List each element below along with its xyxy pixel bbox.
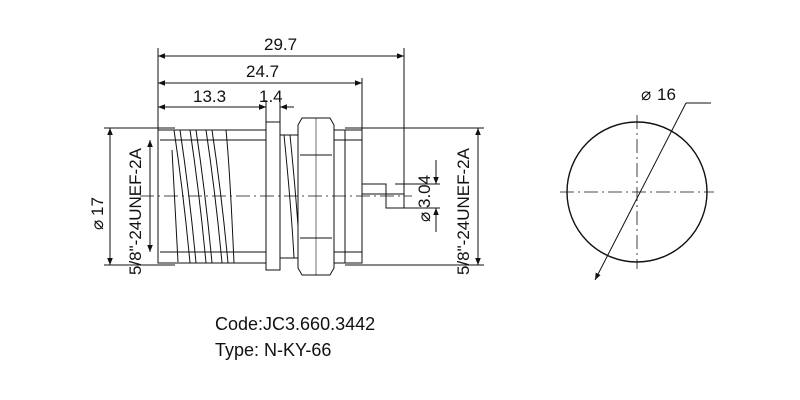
thread-spec-right: 5/8"-24UNEF-2A bbox=[454, 147, 473, 275]
dim-line-panel-diameter bbox=[594, 102, 687, 281]
dim-outer-diameter: 17 bbox=[88, 197, 107, 216]
product-code: Code:JC3.660.3442 bbox=[215, 314, 376, 334]
dim-panel-diameter: 16 bbox=[657, 85, 676, 104]
thread-spec-left: 5/8"-24UNEF-2A bbox=[126, 147, 145, 275]
diameter-symbol-pin: ⌀ bbox=[415, 212, 434, 222]
front-view-circle bbox=[560, 102, 714, 281]
diameter-symbol-outer: ⌀ bbox=[88, 220, 107, 230]
product-type: Type: N-KY-66 bbox=[215, 340, 332, 360]
connector-side-view bbox=[157, 117, 405, 276]
dim-body-length: 24.7 bbox=[246, 62, 279, 81]
dim-pin-diameter: 3.04 bbox=[415, 175, 434, 208]
dim-flange-thickness: 1.4 bbox=[259, 87, 283, 106]
dim-thread-length: 13.3 bbox=[193, 87, 226, 106]
dim-overall-length: 29.7 bbox=[264, 35, 297, 54]
diameter-symbol-panel: ⌀ bbox=[641, 85, 651, 104]
